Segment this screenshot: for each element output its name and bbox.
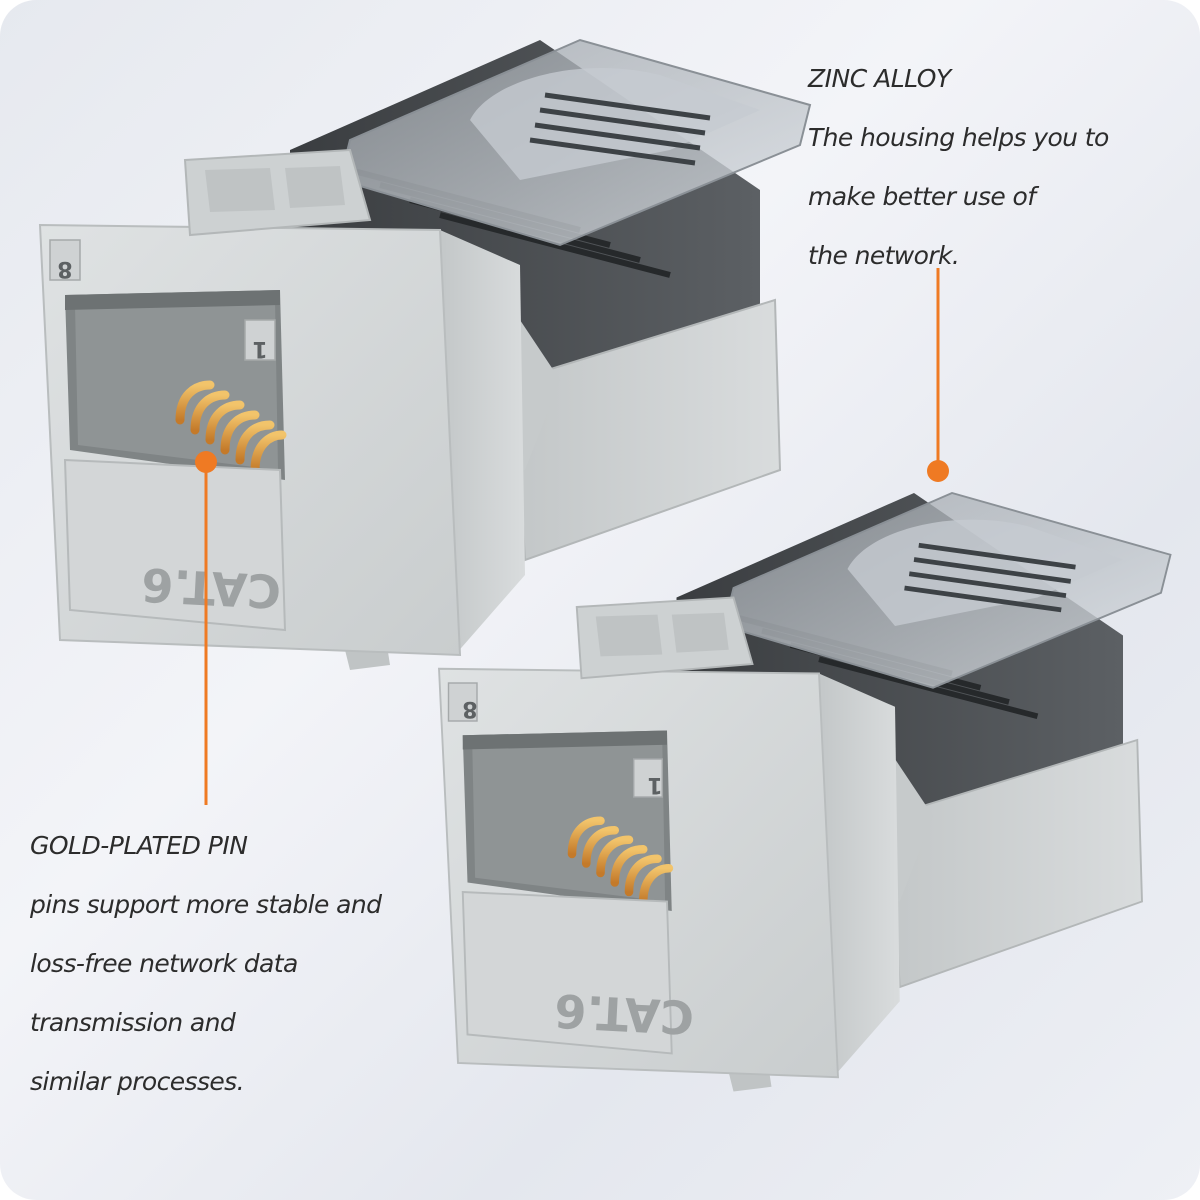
gold-pin-callout-line [195, 451, 217, 805]
gold-pin-line-2: loss-free network data [30, 949, 298, 978]
keystone-jack-bottom: CAT.6 8 1 [439, 493, 1171, 1092]
pin-label-last: 8 [57, 256, 72, 281]
cat-marking: CAT.6 [140, 557, 282, 618]
gold-pin-line-4: similar processes. [30, 1067, 245, 1096]
cat-marking: CAT.6 [553, 983, 695, 1044]
zinc-alloy-title: ZINC ALLOY [808, 64, 951, 93]
gold-pin-line-1: pins support more stable and [30, 890, 382, 919]
gold-pin-title: GOLD-PLATED PIN [30, 831, 248, 860]
keystone-jack-top: CAT.6 8 1 [40, 40, 810, 670]
zinc-alloy-line-3: the network. [808, 241, 960, 270]
zinc-alloy-callout-line [927, 268, 949, 482]
gold-pin-line-3: transmission and [30, 1008, 236, 1037]
pin-label-first: 1 [647, 772, 662, 797]
pin-label-last: 8 [462, 696, 477, 721]
zinc-alloy-line-2: make better use of [808, 182, 1036, 211]
pin-label-first: 1 [252, 336, 267, 361]
zinc-alloy-line-1: The housing helps you to [808, 123, 1109, 152]
